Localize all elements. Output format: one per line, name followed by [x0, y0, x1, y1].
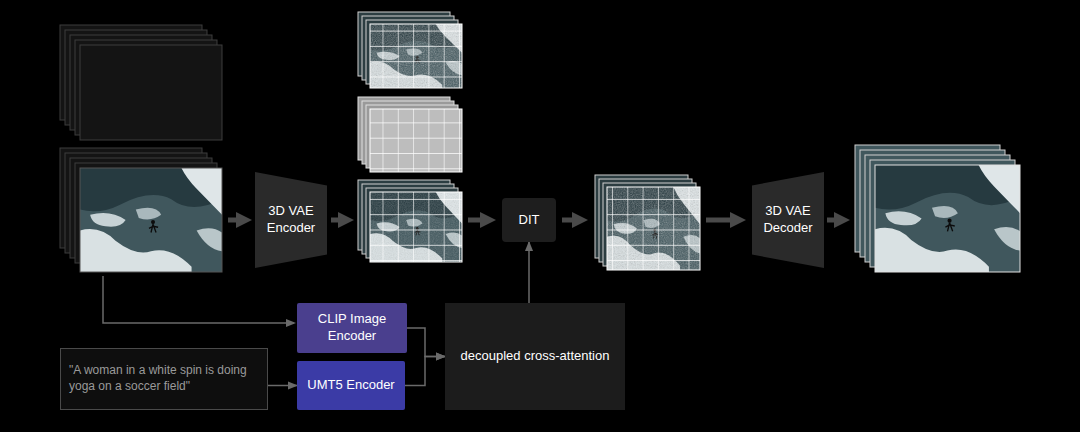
flow-connector	[407, 328, 445, 357]
node-label: 3D VAE Decoder	[760, 203, 816, 237]
prompt-box: "A woman in a white spin is doing yoga o…	[60, 348, 268, 410]
decoder-trapezoid: 3D VAE Decoder	[752, 172, 824, 268]
flow-connector	[528, 242, 530, 303]
node-label: DIT	[519, 212, 540, 229]
node-label: "A woman in a white spin is doing yoga o…	[69, 363, 259, 394]
flow-connector	[268, 385, 297, 387]
clip-encoder-box: CLIP Image Encoder	[297, 303, 407, 353]
node-label: decoupled cross-attention	[461, 348, 610, 365]
encoder-trapezoid: 3D VAE Encoder	[255, 172, 327, 268]
node-label: CLIP Image Encoder	[303, 311, 401, 345]
node-label: UMT5 Encoder	[307, 377, 394, 394]
flow-connector	[405, 357, 445, 386]
umt5-encoder-box: UMT5 Encoder	[297, 361, 405, 410]
node-label: 3D VAE Encoder	[263, 203, 319, 237]
cross-attention-box: decoupled cross-attention	[445, 303, 625, 410]
dit-box: DIT	[502, 198, 556, 242]
